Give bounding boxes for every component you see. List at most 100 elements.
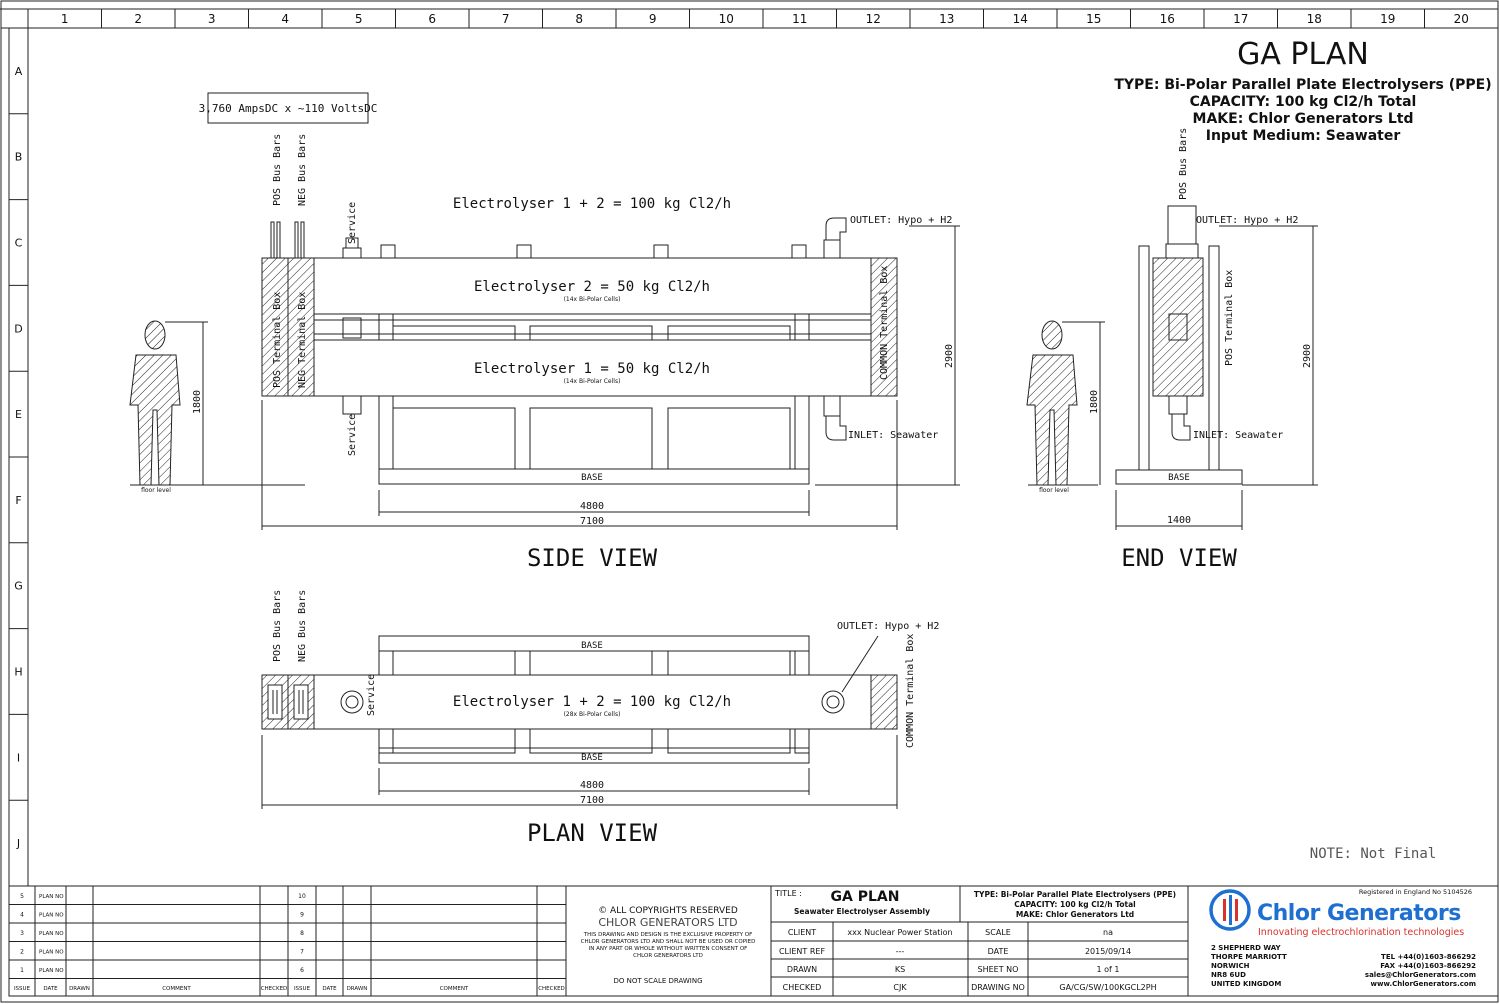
side-pos-bus-bars: POS Bus Bars [272,134,283,206]
row-label: H [14,666,22,679]
side-base: BASE [581,473,603,483]
company-email: sales@ChlorGenerators.com [1365,971,1476,979]
column-label: 14 [1013,12,1028,26]
checked-label: CHECKED [783,983,822,992]
power-note: 3,760 AmpsDC x ~110 VoltsDC [199,92,378,124]
column-label: 20 [1454,12,1469,26]
revision-header: DATE [322,986,337,992]
revision-header: CHECKED [538,986,565,992]
plan-service: Service [366,674,377,716]
side-service-top: Service [347,202,358,244]
header-block: GA PLAN TYPE: Bi-Polar Parallel Plate El… [1114,37,1491,144]
end-view [1026,205,1318,530]
title-label: TITLE : [774,889,802,898]
side-inlet: INLET: Seawater [848,430,938,441]
end-dim-height: 2900 [1302,344,1313,368]
row-label: D [14,322,22,335]
client-label: CLIENT [788,928,816,937]
row-label: I [17,751,20,764]
row-label: C [15,237,23,250]
column-label: 13 [939,12,954,26]
revision-header: DRAWN [69,986,90,992]
column-label: 9 [649,12,657,26]
copyright-line2: CHLOR GENERATORS LTD [598,916,737,929]
column-label: 12 [866,12,881,26]
company-registered: Registered in England No 5104526 [1359,888,1472,896]
person-figure [129,320,181,486]
column-label: 4 [281,12,289,26]
power-note-text: 3,760 AmpsDC x ~110 VoltsDC [199,102,378,115]
column-label: 2 [134,12,142,26]
side-service-bottom: Service [347,414,358,456]
side-common-terminal-box: COMMON Terminal Box [879,266,890,380]
header-medium: Input Medium: Seawater [1206,128,1401,144]
column-label: 7 [502,12,510,26]
end-pos-bus-bars: POS Bus Bars [1178,128,1189,200]
revision-issue: 7 [300,949,304,956]
plan-cells: (28x Bi-Polar Cells) [564,711,621,718]
revision-issue: 3 [20,930,24,937]
column-label: 6 [428,12,436,26]
company-tel: TEL +44(0)1603-866292 [1381,953,1476,961]
column-label: 18 [1307,12,1322,26]
company-block: Registered in England No 5104526 Chlor G… [1209,888,1476,988]
copyright-block: © ALL COPYRIGHTS RESERVED CHLOR GENERATO… [581,906,756,985]
side-dim-person: 1800 [192,390,203,414]
checked-value: CJK [893,983,907,992]
company-fax: FAX +44(0)1603-866292 [1380,962,1476,970]
plan-common-terminal-box: COMMON Terminal Box [905,634,916,748]
end-outlet: OUTLET: Hypo + H2 [1196,215,1298,226]
revision-plan-no: PLAN NO [39,894,64,900]
sheet-label: SHEET NO [978,965,1019,974]
plan-neg-bus-bars: NEG Bus Bars [297,590,308,662]
company-tagline: Innovating electrochlorination technolog… [1258,927,1464,938]
side-pos-terminal-box: POS Terminal Box [272,292,283,388]
column-label: 19 [1380,12,1395,26]
company-address-4: NR8 6UD [1211,971,1246,979]
drawn-value: KS [895,965,905,974]
end-view-labels: POS Bus Bars POS Terminal Box OUTLET: Hy… [1039,128,1313,572]
copyright-line4: CHLOR GENERATORS LTD AND SHALL NOT BE US… [581,939,756,945]
revision-header: COMMENT [440,986,469,992]
revision-plan-no: PLAN NO [39,913,64,919]
plan-pos-bus-bars: POS Bus Bars [272,590,283,662]
scale-value: na [1103,928,1113,937]
revision-issue: 5 [20,893,24,900]
column-label: 5 [355,12,363,26]
column-label: 15 [1086,12,1101,26]
do-not-scale-note: DO NOT SCALE DRAWING [613,977,702,985]
row-label: B [15,151,23,164]
title-type: TYPE: Bi-Polar Parallel Plate Electrolys… [974,890,1176,899]
side-view-title: SIDE VIEW [527,544,658,572]
row-label: A [15,65,23,78]
title-info: TITLE : GA PLAN Seawater Electrolyser As… [771,886,1188,996]
company-address-3: NORWICH [1211,962,1250,970]
revision-header: COMMENT [162,986,191,992]
company-web: www.ChlorGenerators.com [1371,980,1476,988]
column-label: 16 [1160,12,1175,26]
plan-view-labels: BASE BASE Electrolyser 1 + 2 = 100 kg Cl… [272,590,939,847]
side-neg-terminal-box: NEG Terminal Box [297,292,308,388]
title-capacity: CAPACITY: 100 kg Cl2/h Total [1014,900,1135,909]
end-base: BASE [1168,473,1190,483]
side-electrolyser-total: Electrolyser 1 + 2 = 100 kg Cl2/h [453,196,731,212]
not-final-note: NOTE: Not Final [1310,846,1436,862]
title-subtitle: Seawater Electrolyser Assembly [794,907,930,916]
plan-view [261,635,898,809]
sheet-value: 1 of 1 [1097,965,1120,974]
side-electrolyser-2: Electrolyser 2 = 50 kg Cl2/h [474,279,710,295]
copyright-line3: THIS DRAWING AND DESIGN IS THE EXCLUSIVE… [583,932,752,938]
company-name: Chlor Generators [1257,901,1461,926]
side-dim-height: 2900 [944,344,955,368]
row-label: F [15,494,21,507]
header-title: GA PLAN [1237,37,1369,72]
client-value: xxx Nuclear Power Station [847,928,952,937]
revision-issue: 6 [300,967,304,974]
company-address-2: THORPE MARRIOTT [1211,953,1287,961]
column-label: 17 [1233,12,1248,26]
revision-header: DATE [43,986,58,992]
